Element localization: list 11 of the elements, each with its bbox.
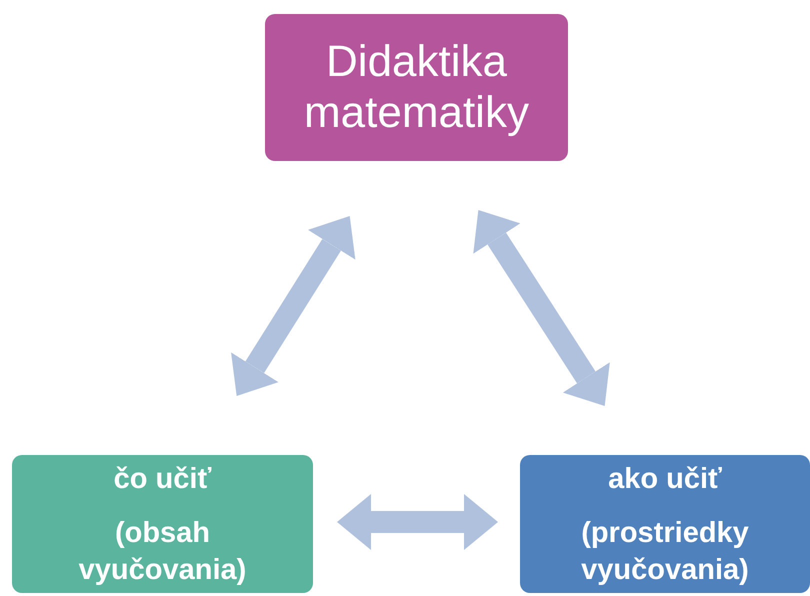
node-subtitle: (obsah vyučovania) [78, 516, 248, 588]
process-box [12, 455, 313, 593]
node-title: ako učiť [608, 462, 722, 497]
double-arrow [473, 210, 610, 406]
double-arrow [337, 494, 498, 550]
node-title: Didaktika matematiky [303, 36, 530, 139]
double-arrow [231, 216, 356, 396]
node-title: čo učiť [114, 462, 212, 497]
process-box [520, 455, 810, 593]
process-box [265, 14, 568, 161]
node-subtitle: (prostriedky vyučovania) [580, 516, 750, 588]
